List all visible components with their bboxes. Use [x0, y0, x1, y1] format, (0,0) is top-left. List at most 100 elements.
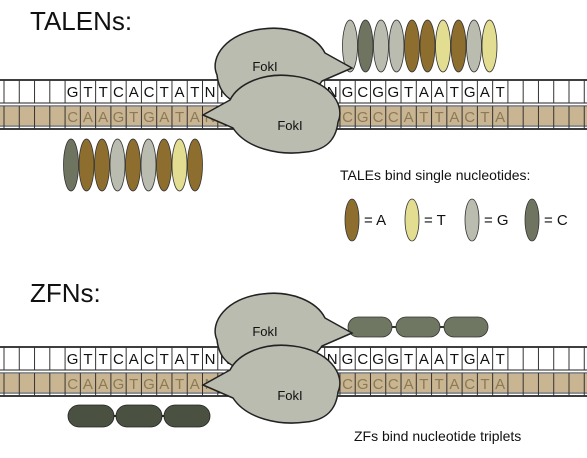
top-strand-base: T: [496, 351, 505, 368]
bottom-strand-base: T: [175, 109, 184, 126]
bottom-strand-base: T: [175, 376, 184, 393]
tale-binding-note: TALEs bind single nucleotides:: [340, 167, 530, 183]
top-strand-base: T: [496, 84, 505, 101]
top-strand-base: T: [160, 84, 169, 101]
bottom-strand-base: G: [357, 109, 369, 126]
top-strand-base: N: [205, 351, 216, 368]
tale-repeat: [78, 138, 95, 192]
top-strand-base: C: [357, 84, 368, 101]
tale-repeat: [125, 138, 141, 192]
legend-label: = G: [484, 212, 509, 229]
zinc-finger: [443, 316, 489, 338]
bottom-strand-base: C: [464, 376, 475, 393]
bottom-strand-base: A: [495, 109, 505, 126]
bottom-strand-base: C: [373, 376, 384, 393]
top-strand-base: A: [129, 351, 139, 368]
top-strand-base: T: [99, 84, 108, 101]
top-strand-base: N: [327, 84, 338, 101]
bottom-strand-base: T: [480, 376, 489, 393]
tale-repeat: [481, 19, 498, 73]
bottom-strand-base: A: [190, 109, 200, 126]
zfn-section: ZFNs:GTTCACTATNNNNNNNNNGCGGTAATGATCAAGTG…: [0, 278, 587, 444]
top-strand-base: A: [480, 351, 490, 368]
bottom-strand-base: C: [342, 109, 353, 126]
section-title: ZFNs:: [30, 278, 101, 308]
bottom-strand-base: T: [435, 109, 444, 126]
foki-label: FokI: [277, 388, 302, 403]
bottom-strand-base: T: [129, 376, 138, 393]
top-strand-base: T: [450, 84, 459, 101]
top-strand-base: N: [205, 84, 216, 101]
talen-section: TALENs:GTTCACTATNNNNNNNNNGCGGTAATGATCAAG…: [0, 6, 587, 242]
top-strand-base: T: [83, 84, 92, 101]
bottom-strand-base: T: [419, 376, 428, 393]
foki-label: FokI: [252, 324, 277, 339]
top-strand-base: T: [404, 351, 413, 368]
tale-repeat: [466, 19, 482, 73]
top-strand-base: G: [387, 351, 399, 368]
zinc-finger: [395, 316, 441, 338]
bottom-strand-base: A: [159, 109, 169, 126]
top-strand-base: T: [404, 84, 413, 101]
top-strand-base: T: [190, 84, 199, 101]
top-strand-base: G: [464, 351, 476, 368]
top-strand-base: A: [434, 84, 444, 101]
top-strand-base: A: [175, 84, 185, 101]
top-strand-base: T: [160, 351, 169, 368]
bottom-strand-base: T: [435, 376, 444, 393]
bottom-strand-base: T: [419, 109, 428, 126]
top-strand-base: A: [129, 84, 139, 101]
tale-repeat: [450, 19, 467, 73]
foki-label: FokI: [252, 59, 277, 74]
zinc-finger: [115, 404, 163, 428]
top-strand-base: G: [372, 84, 384, 101]
bottom-strand-base: A: [83, 376, 93, 393]
zf-binding-note: ZFs bind nucleotide triplets: [354, 428, 521, 444]
tale-repeat: [94, 138, 110, 192]
bottom-strand-base: C: [373, 109, 384, 126]
top-strand-base: G: [372, 351, 384, 368]
foki-label: FokI: [277, 118, 302, 133]
legend-swatch: [464, 198, 480, 242]
top-strand-base: A: [419, 351, 429, 368]
top-strand-base: A: [480, 84, 490, 101]
legend-label: = T: [424, 212, 446, 229]
top-strand-base: G: [387, 84, 399, 101]
top-strand-base: T: [450, 351, 459, 368]
top-strand-base: A: [419, 84, 429, 101]
top-strand-base: T: [83, 351, 92, 368]
tale-repeat: [342, 19, 358, 73]
bottom-strand-base: A: [449, 109, 459, 126]
top-strand-base: T: [190, 351, 199, 368]
tale-repeat: [419, 19, 436, 73]
legend-label: = C: [544, 212, 568, 229]
top-strand-base: A: [434, 351, 444, 368]
tale-repeat: [187, 138, 203, 192]
bottom-strand-base: A: [98, 109, 108, 126]
bottom-strand-base: G: [143, 109, 155, 126]
tale-repeat: [156, 138, 172, 192]
bottom-strand-base: A: [404, 109, 414, 126]
top-strand-base: G: [67, 84, 79, 101]
top-strand-base: G: [342, 84, 354, 101]
zinc-finger: [163, 404, 211, 428]
top-strand-base: N: [327, 351, 338, 368]
bottom-strand-base: A: [98, 376, 108, 393]
tale-repeat: [435, 19, 451, 73]
legend-swatch: [404, 198, 420, 242]
bottom-strand-base: C: [388, 376, 399, 393]
tale-repeat: [171, 138, 188, 192]
bottom-strand-base: A: [404, 376, 414, 393]
tale-repeat: [373, 19, 389, 73]
foki-domain-bottom: [201, 74, 341, 154]
top-strand-base: C: [113, 351, 124, 368]
tale-repeat: [404, 19, 420, 73]
bottom-strand-base: A: [159, 376, 169, 393]
zinc-finger: [347, 316, 393, 338]
legend-swatch: [524, 198, 540, 242]
legend-label: = A: [364, 212, 386, 229]
bottom-strand-base: C: [464, 109, 475, 126]
zinc-finger: [67, 404, 115, 428]
bottom-strand-base: A: [449, 376, 459, 393]
